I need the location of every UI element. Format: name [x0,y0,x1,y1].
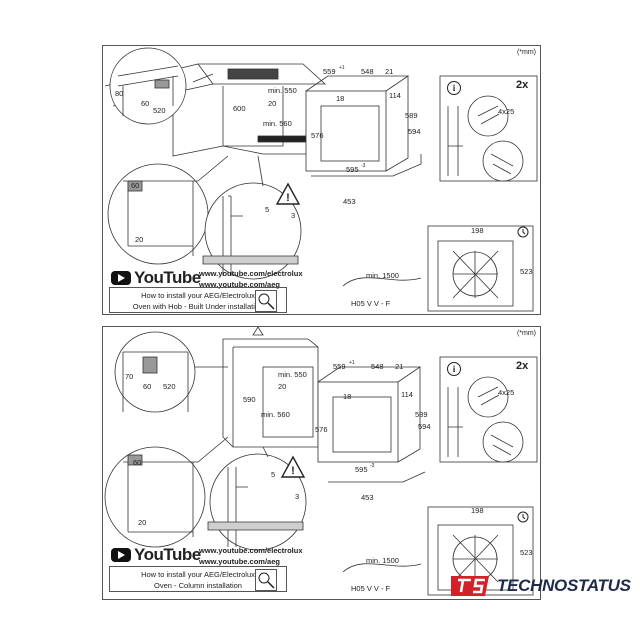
svg-text:min. 550: min. 550 [278,370,307,379]
svg-text:548: 548 [371,362,384,371]
svg-text:20: 20 [138,518,146,527]
svg-text:4x25: 4x25 [498,107,514,116]
svg-text:18: 18 [336,94,344,103]
svg-text:20: 20 [135,235,143,244]
caption-line-2: Oven with Hob - Built Under installation [132,302,264,311]
youtube-wordmark: YouTube [134,268,201,287]
svg-text:4x25: 4x25 [498,388,514,397]
svg-text:5: 5 [265,205,269,214]
svg-text:559: 559 [323,67,336,76]
cable-length: min. 1500 [366,271,399,280]
svg-text:453: 453 [343,197,356,206]
svg-text:min. 550: min. 550 [268,86,297,95]
magnifier-icon [255,290,277,312]
instruction-caption: How to install your AEG/Electrolux Oven … [109,287,287,313]
svg-text:+1: +1 [339,65,345,71]
svg-text:600: 600 [233,104,246,113]
cable-length: min. 1500 [366,556,399,565]
svg-text:520: 520 [163,382,176,391]
quantity-label: 2x [516,360,529,372]
svg-text:60: 60 [133,458,141,467]
svg-text:589: 589 [415,410,428,419]
svg-text:-3: -3 [361,163,366,169]
svg-text:3: 3 [291,211,295,220]
svg-text:576: 576 [311,131,324,140]
caption-line-1: How to install your AEG/Electrolux [141,291,255,300]
svg-text:576: 576 [315,425,328,434]
video-links: www.youtube.com/electrolux www.youtube.c… [199,545,303,567]
link-aeg[interactable]: www.youtube.com/aeg [199,557,280,566]
units-note: (*mm) [516,49,536,56]
warning-icon: ! [280,455,306,478]
info-icon: i [447,362,461,376]
built-under-panel: (*mm) [102,45,541,315]
svg-text:60: 60 [143,382,151,391]
svg-text:70: 70 [125,372,133,381]
svg-text:3: 3 [295,492,299,501]
caption-line-2: Oven - Column installation [154,581,242,590]
clock-icon [517,226,529,238]
magnifier-icon [255,569,277,591]
info-icon: i [447,81,461,95]
svg-text:559: 559 [333,362,346,371]
clock-icon [517,511,529,523]
quantity-label: 2x [516,79,529,91]
svg-text:590: 590 [243,395,256,404]
svg-text:589: 589 [405,111,418,120]
caption-line-1: How to install your AEG/Electrolux [141,570,255,579]
svg-text:198: 198 [471,226,484,235]
brand-name: TECHNOSTATUS [497,576,631,595]
svg-text:21: 21 [395,362,403,371]
link-aeg[interactable]: www.youtube.com/aeg [199,280,280,289]
technostatus-logo: TECHNOSTATUS [449,574,631,598]
youtube-icon [111,271,131,285]
youtube-icon [111,548,131,562]
svg-text:-3: -3 [370,463,375,469]
youtube-wordmark: YouTube [134,545,201,564]
svg-text:595: 595 [355,465,368,474]
svg-text:min. 560: min. 560 [261,410,290,419]
svg-text:!: ! [291,465,295,477]
svg-text:548: 548 [361,67,374,76]
svg-text:18: 18 [343,392,351,401]
built-under-diagram: ! 80 60 520 600 min. 550 20 min. 560 559… [104,47,538,312]
svg-text:60: 60 [141,99,149,108]
instruction-caption: How to install your AEG/Electrolux Oven … [109,566,287,592]
youtube-logo: YouTube [111,545,201,565]
svg-text:523: 523 [520,548,533,557]
svg-text:60: 60 [131,181,139,190]
svg-text:594: 594 [408,127,421,136]
svg-text:!: ! [286,192,290,204]
svg-text:198: 198 [471,506,484,515]
svg-text:453: 453 [361,493,374,502]
link-electrolux[interactable]: www.youtube.com/electrolux [199,269,303,278]
svg-text:114: 114 [401,390,413,399]
svg-text:20: 20 [278,382,286,391]
brand-mark-icon [451,576,489,596]
svg-text:80: 80 [115,89,123,98]
cable-type: H05 V V - F [351,299,391,308]
svg-text:523: 523 [520,267,533,276]
link-electrolux[interactable]: www.youtube.com/electrolux [199,546,303,555]
column-panel: (*mm) [102,326,541,600]
svg-text:520: 520 [153,106,166,115]
svg-text:595: 595 [346,165,359,174]
units-note: (*mm) [516,330,536,337]
cable-type: H05 V V - F [351,584,391,593]
svg-text:594: 594 [418,422,431,431]
svg-text:20: 20 [268,99,276,108]
warning-icon: ! [275,182,301,205]
youtube-logo: YouTube [111,268,201,288]
svg-text:min. 560: min. 560 [263,119,292,128]
svg-text:21: 21 [385,67,393,76]
svg-text:114: 114 [389,91,401,100]
svg-text:+1: +1 [349,360,355,366]
svg-text:5: 5 [271,470,275,479]
video-links: www.youtube.com/electrolux www.youtube.c… [199,268,303,290]
